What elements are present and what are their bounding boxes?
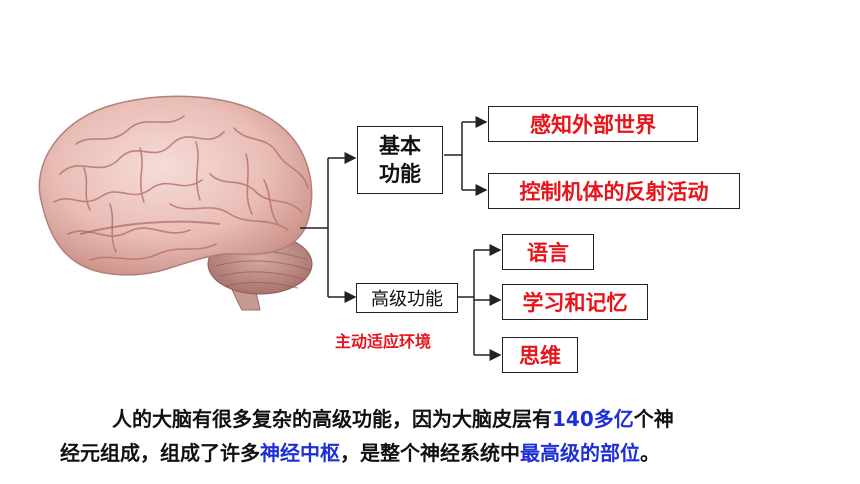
advanced-item-language: 语言 — [502, 234, 594, 270]
para-text-2c: ，是整个神经系统中 — [340, 441, 520, 465]
para-text-2a: 经元组成，组成了许多 — [60, 441, 260, 465]
basic-item-reflex-label: 控制机体的反射活动 — [519, 180, 709, 204]
advanced-item-language-label: 语言 — [527, 241, 569, 265]
brain-image — [38, 95, 313, 311]
advanced-item-learning: 学习和记忆 — [502, 284, 648, 320]
basic-function-line2: 功能 — [379, 162, 421, 186]
basic-item-perceive: 感知外部世界 — [488, 106, 698, 142]
para-text-2e: 。 — [640, 441, 660, 465]
para-highlight-highest: 最高级的部位 — [520, 441, 640, 465]
advanced-item-thinking: 思维 — [502, 337, 578, 373]
advanced-item-thinking-label: 思维 — [519, 344, 561, 368]
advanced-function-note: 主动适应环境 — [335, 332, 432, 351]
description-paragraph: 人的大脑有很多复杂的高级功能，因为大脑皮层有140多亿个神 经元组成，组成了许多… — [60, 402, 830, 470]
basic-item-reflex: 控制机体的反射活动 — [488, 173, 740, 209]
basic-item-perceive-label: 感知外部世界 — [530, 113, 656, 137]
paragraph-line-1: 人的大脑有很多复杂的高级功能，因为大脑皮层有140多亿个神 — [60, 402, 830, 436]
advanced-function-label: 高级功能 — [371, 289, 443, 310]
advanced-item-learning-label: 学习和记忆 — [522, 291, 628, 315]
paragraph-line-2: 经元组成，组成了许多神经中枢，是整个神经系统中最高级的部位。 — [60, 436, 830, 470]
para-highlight-centers: 神经中枢 — [260, 441, 340, 465]
para-text-1c: 个神 — [633, 407, 674, 431]
para-text-1a: 人的大脑有很多复杂的高级功能，因为大脑皮层有 — [112, 407, 552, 431]
para-highlight-neurons: 140多亿 — [552, 407, 634, 431]
basic-function-box: 基本 功能 — [357, 126, 443, 194]
basic-function-line1: 基本 — [379, 134, 421, 158]
advanced-function-box: 高级功能 — [356, 283, 458, 313]
